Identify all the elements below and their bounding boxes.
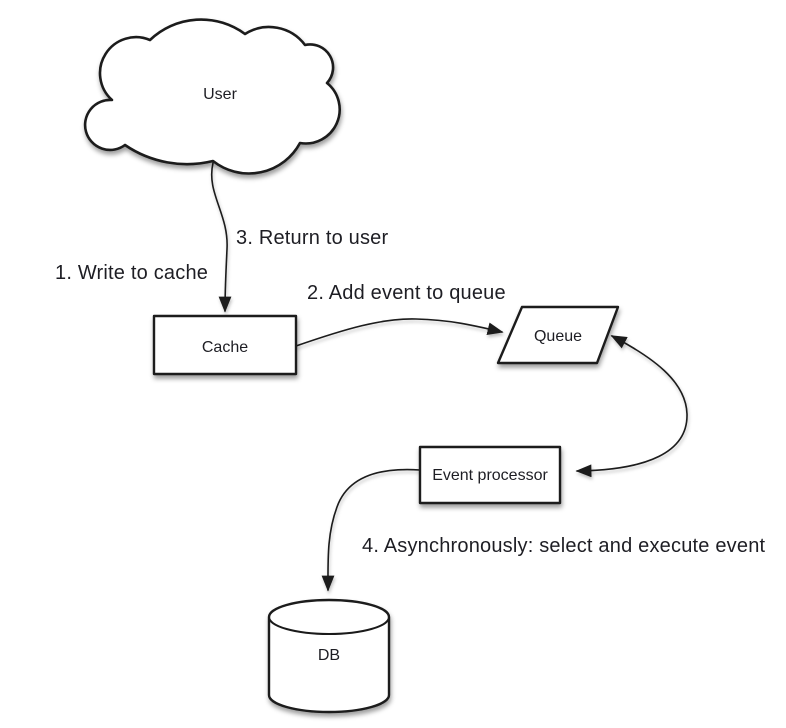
edges-group [210, 162, 688, 592]
event-processor-box-shape [418, 445, 562, 505]
user-label: User [203, 86, 237, 103]
cache-label: Cache [202, 339, 248, 356]
labels-group: User Cache Queue Event processor DB 1. W… [55, 86, 766, 664]
arrow-user-to-cache [210, 162, 232, 313]
queue-parallelogram-shape [496, 305, 620, 365]
queue-label: Queue [534, 328, 582, 345]
db-cylinder-rim [268, 616, 390, 635]
arrow-queue-event-processor-bidirectional [575, 335, 688, 478]
arrow-cache-to-queue [295, 318, 504, 347]
nodes-group [83, 18, 620, 714]
db-cylinder-shape [267, 598, 391, 714]
db-cylinder-body [267, 598, 391, 714]
cache-box-shape [152, 314, 298, 376]
event-processor-label: Event processor [432, 467, 548, 484]
user-cloud-shape [83, 18, 341, 175]
annotation-step3: 3. Return to user [236, 227, 389, 249]
annotation-step1: 1. Write to cache [55, 262, 208, 284]
db-label: DB [318, 647, 340, 664]
arrow-event-processor-to-db [321, 468, 421, 592]
annotation-step2: 2. Add event to queue [307, 282, 506, 304]
annotation-step4: 4. Asynchronously: select and execute ev… [362, 535, 766, 557]
